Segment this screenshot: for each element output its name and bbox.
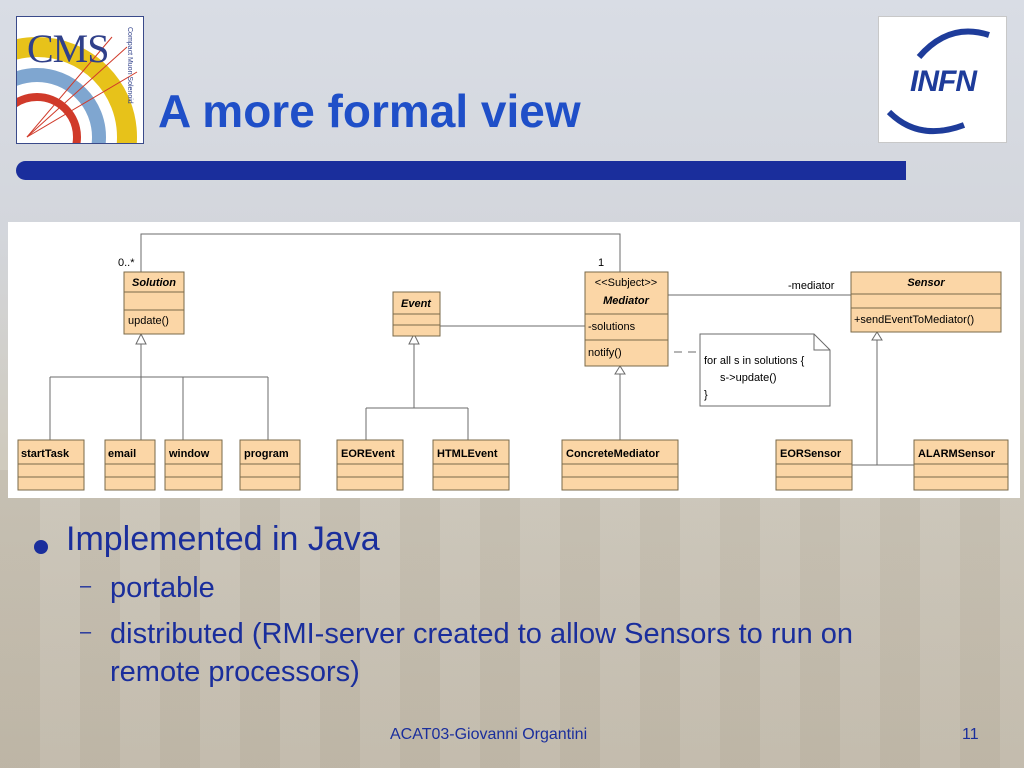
class-alarm-sensor-name: ALARMSensor [918, 448, 996, 460]
note: for all s in solutions { s->update() } [699, 333, 831, 407]
class-mediator-stereotype: <<Subject>> [595, 277, 657, 289]
bullet-text: Implemented in Java [66, 520, 380, 558]
class-eor-sensor-name: EORSensor [780, 448, 842, 460]
class-email: email [104, 439, 156, 491]
cms-logo-text: CMS [27, 26, 109, 71]
multiplicity-mediator: 1 [598, 257, 604, 269]
class-eor-sensor: EORSensor [775, 439, 853, 491]
class-sensor-name: Sensor [907, 277, 945, 289]
sub-bullet-marker: – [80, 621, 92, 643]
uml-diagram-canvas: Solution update() 0..* Event <<Subject>>… [17, 233, 1009, 491]
class-eor-event-name: EOREvent [341, 448, 395, 460]
class-event: Event [392, 291, 441, 337]
page-number: 11 [962, 726, 979, 743]
class-start-task: startTask [17, 439, 85, 491]
sub-bullet-text: distributed (RMI-server created to allow… [110, 618, 854, 650]
class-sensor: Sensor +sendEventToMediator() [850, 271, 1002, 333]
slide-title: A more formal view [158, 85, 581, 137]
class-html-event: HTMLEvent [432, 439, 510, 491]
uml-diagram: Solution update() 0..* Event <<Subject>>… [8, 222, 1020, 498]
class-solution-name: Solution [132, 277, 176, 289]
sub-bullet-marker: – [80, 575, 92, 597]
role-mediator: -mediator [788, 280, 835, 292]
class-mediator-name: Mediator [603, 295, 650, 307]
class-window: window [164, 439, 223, 491]
class-sensor-method: +sendEventToMediator() [854, 314, 974, 326]
class-program-name: program [244, 448, 289, 460]
sub-bullet-text: portable [110, 572, 215, 604]
class-event-name: Event [401, 298, 432, 310]
class-solution: Solution update() [123, 271, 185, 335]
multiplicity-solution: 0..* [118, 257, 135, 269]
infn-logo-swoosh [886, 28, 990, 135]
class-concrete-mediator: ConcreteMediator [561, 439, 679, 491]
background-image [0, 470, 1024, 768]
class-eor-event: EOREvent [336, 439, 404, 491]
class-alarm-sensor: ALARMSensor [913, 439, 1009, 491]
infn-logo-text: INFN [910, 65, 977, 98]
class-html-event-name: HTMLEvent [437, 448, 498, 460]
cms-logo-graphic [17, 36, 138, 143]
class-window-name: window [168, 448, 210, 460]
class-start-task-name: startTask [21, 448, 70, 460]
cms-logo-subtext: Compact Muon Solenoid [126, 27, 133, 104]
footer-text: ACAT03-Giovanni Organtini [390, 726, 588, 743]
class-email-name: email [108, 448, 136, 460]
title-divider [16, 161, 906, 180]
bullet-dot [34, 540, 48, 554]
note-line-1: for all s in solutions { [704, 355, 805, 367]
class-program: program [239, 439, 301, 491]
class-concrete-mediator-name: ConcreteMediator [566, 448, 660, 460]
class-solution-method: update() [128, 315, 169, 327]
cms-logo: CMS Compact Muon Solenoid [16, 16, 144, 144]
class-mediator-method: notify() [588, 347, 622, 359]
class-mediator: <<Subject>> Mediator -solutions notify() [584, 271, 669, 367]
note-line-3: } [704, 389, 708, 401]
note-line-2: s->update() [720, 372, 777, 384]
sub-bullet-text: remote processors) [110, 656, 360, 688]
class-mediator-attribute: -solutions [588, 321, 636, 333]
infn-logo: INFN [878, 16, 1007, 143]
